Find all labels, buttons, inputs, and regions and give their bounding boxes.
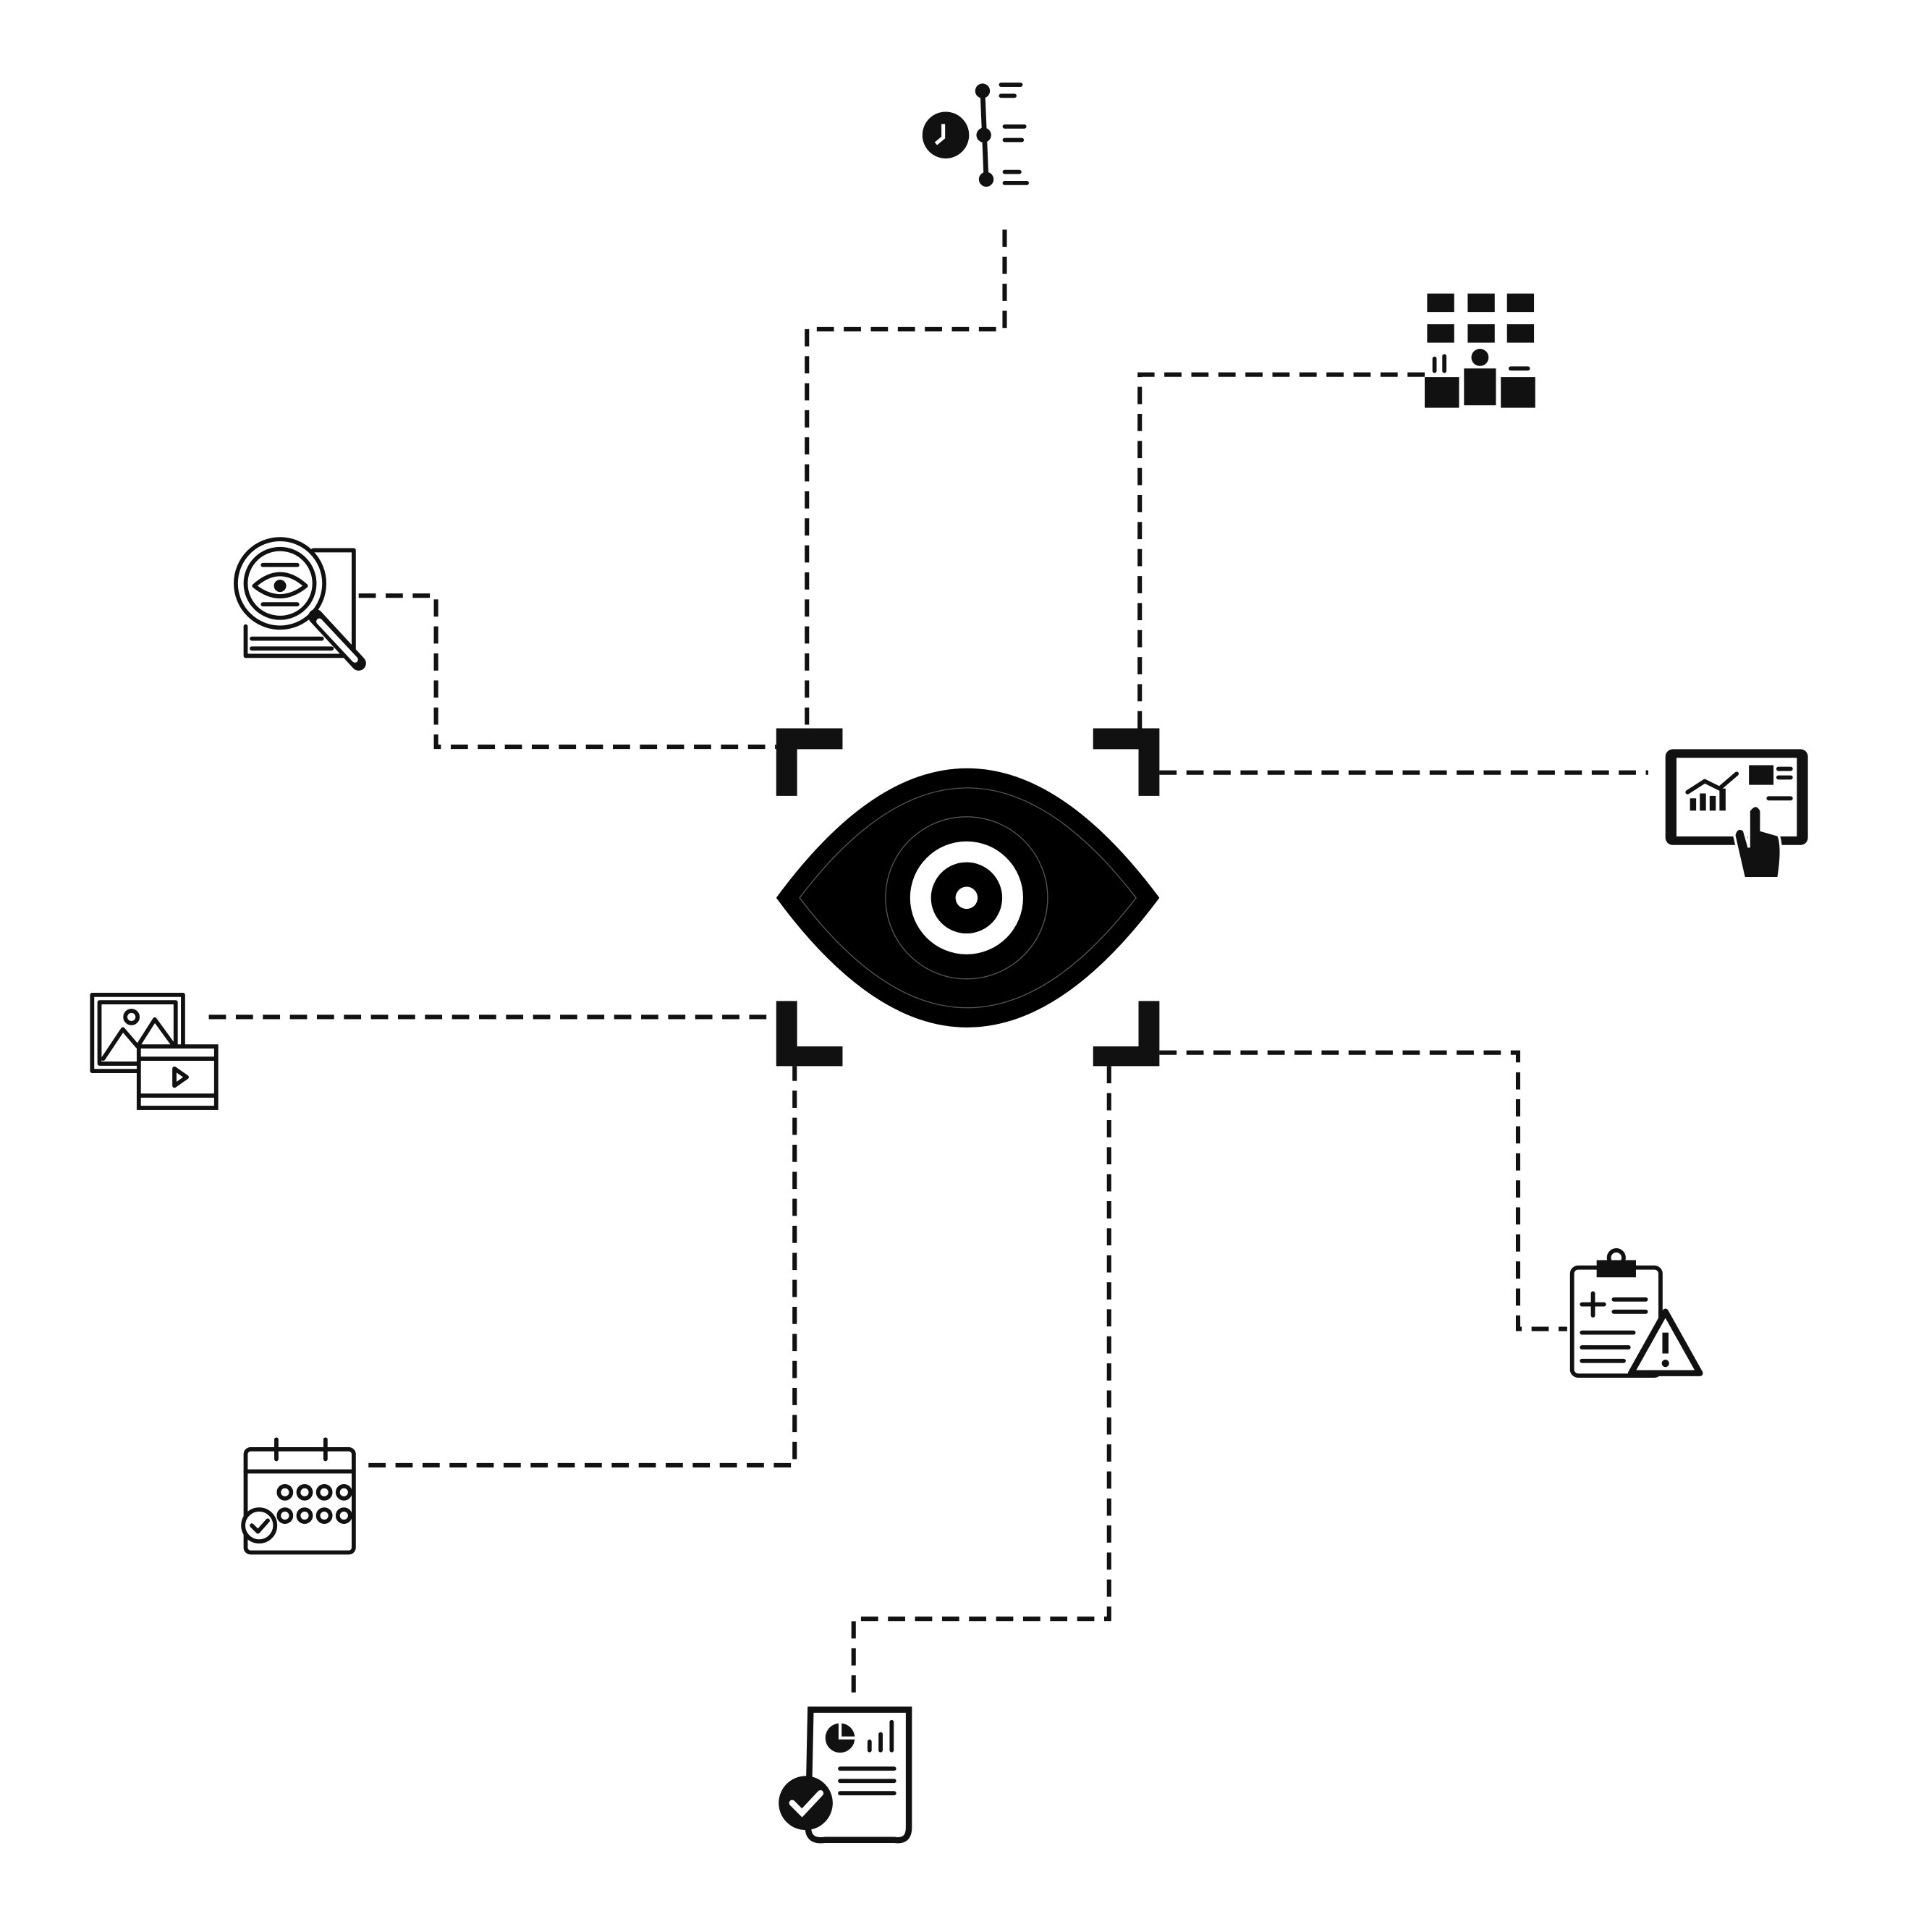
- connector-approved-report: [851, 1066, 1111, 1698]
- connector-control-room: [1137, 372, 1425, 729]
- image-video-media-icon: [90, 993, 219, 1110]
- approved-report-icon: [779, 1706, 912, 1844]
- connector-calendar: [368, 1066, 797, 1468]
- document-inspection-icon: [234, 537, 366, 671]
- connectors: [208, 229, 1648, 1698]
- medical-report-warning-icon: [1569, 1248, 1703, 1378]
- control-room-icon: [1425, 293, 1535, 408]
- connector-document-inspection: [358, 593, 776, 750]
- eye-icon: [776, 768, 1160, 1028]
- connector-medical-report: [1159, 1050, 1567, 1331]
- bracket-bottom-left: [776, 1001, 843, 1067]
- bracket-top-left: [776, 728, 843, 796]
- connector-timeline: [805, 229, 1007, 729]
- tablet-analytics-icon: [1665, 749, 1808, 880]
- calendar-schedule-icon: [241, 1437, 356, 1555]
- bracket-top-right: [1093, 728, 1160, 796]
- timeline-icon: [922, 82, 1029, 187]
- bracket-bottom-right: [1093, 1001, 1160, 1067]
- focus-brackets: [776, 728, 1160, 1067]
